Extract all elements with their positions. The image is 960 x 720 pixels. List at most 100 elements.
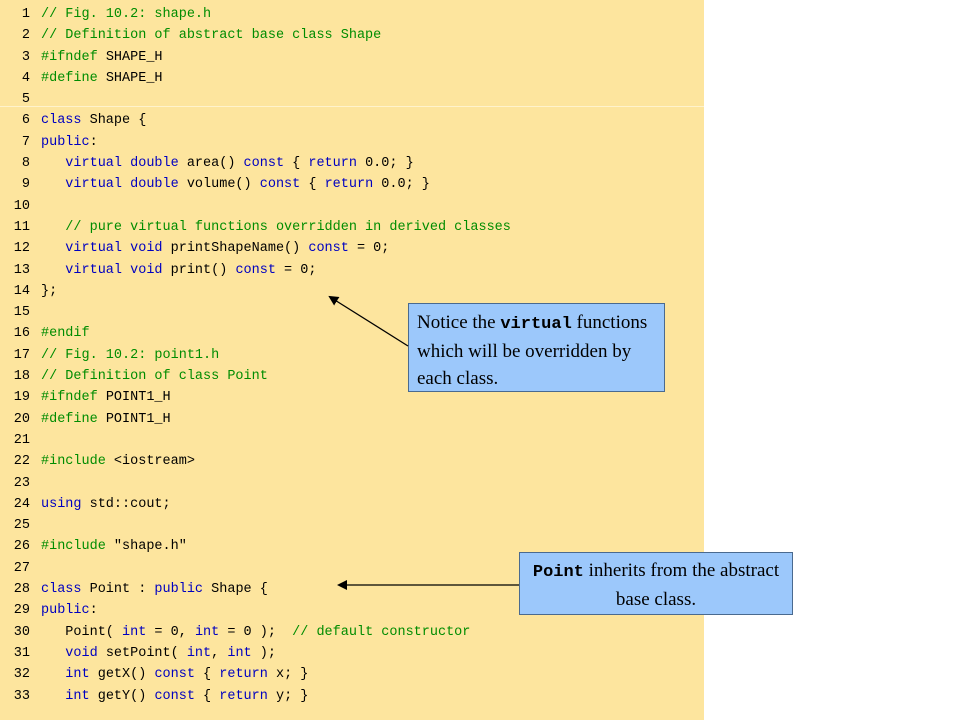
line-number: 27 — [13, 560, 30, 576]
code-token: public — [41, 603, 90, 619]
code-line: 21 — [0, 430, 704, 451]
line-number: 16 — [13, 326, 30, 342]
code-token: public — [154, 582, 212, 598]
code-token: #include — [41, 539, 114, 555]
code-line: 15 — [0, 302, 704, 323]
line-number: 21 — [13, 432, 30, 448]
code-line: 2// Definition of abstract base class Sh… — [0, 25, 704, 46]
code-token: Shape { — [211, 582, 268, 598]
code-line: 9 virtual double volume() const { return… — [0, 174, 704, 195]
line-number: 6 — [21, 113, 30, 129]
line-number: 11 — [13, 219, 30, 235]
code-line: 30 Point( int = 0, int = 0 ); // default… — [0, 622, 704, 643]
line-number: 18 — [13, 369, 30, 385]
code-token: Shape { — [89, 113, 147, 129]
code-token: = 0; — [284, 262, 317, 278]
line-number: 8 — [21, 156, 30, 172]
code-token: #ifndef — [41, 49, 106, 65]
code-token: "shape.h" — [113, 539, 187, 555]
line-number: 3 — [21, 49, 30, 65]
code-token: #ifndef — [41, 390, 106, 406]
code-token: }; — [41, 283, 58, 299]
code-token: virtual void — [41, 241, 171, 257]
code-token: 0.0; } — [381, 177, 430, 193]
code-token: const — [243, 156, 293, 172]
code-token: int — [41, 688, 98, 704]
code-token: : — [89, 603, 98, 619]
code-token: // Definition of class Point — [41, 369, 268, 385]
code-line: 23 — [0, 473, 704, 494]
code-token: // default constructor — [292, 624, 471, 640]
code-token: void — [41, 645, 106, 661]
code-token: , — [211, 645, 228, 661]
code-line: 16#endif — [0, 323, 704, 344]
code-token: = 0, — [154, 624, 195, 640]
code-token: { — [203, 688, 220, 704]
code-line: 12 virtual void printShapeName() const =… — [0, 238, 704, 259]
code-token: virtual double — [41, 156, 187, 172]
line-number: 30 — [13, 624, 30, 640]
callout-point-inherits: Point inherits from the abstract base cl… — [519, 552, 793, 615]
line-number: 20 — [13, 411, 30, 427]
code-token: int — [194, 624, 228, 640]
line-number: 15 — [13, 305, 30, 321]
code-line: 26 #include "shape.h" — [0, 536, 704, 557]
code-token: class — [41, 582, 90, 598]
code-token: setPoint( — [105, 645, 187, 661]
line-number: 10 — [13, 198, 30, 214]
callout-code-keyword: Point — [532, 563, 584, 582]
code-token: Point( — [41, 624, 123, 640]
code-line: 11 // pure virtual functions overridden … — [0, 217, 704, 238]
callout-text: inherits from the abstract base class. — [583, 560, 780, 610]
line-number: 28 — [13, 582, 30, 598]
line-number: 12 — [13, 241, 30, 257]
line-number: 4 — [21, 70, 30, 86]
code-token: // Fig. 10.2: point1.h — [41, 347, 220, 363]
line-number: 33 — [13, 688, 30, 704]
code-token: const — [154, 667, 204, 683]
code-token: area() — [186, 156, 244, 172]
code-line: 14}; — [0, 281, 704, 302]
callout-text: Notice the — [417, 312, 501, 333]
code-token: x; } — [275, 667, 309, 683]
code-token: #define — [41, 411, 106, 427]
line-number: 9 — [21, 177, 30, 193]
code-token: { — [292, 156, 309, 172]
code-token: SHAPE_H — [105, 70, 163, 86]
code-token: // pure virtual functions overridden in … — [41, 219, 511, 235]
code-token: const — [235, 262, 285, 278]
code-token: volume() — [186, 177, 260, 193]
line-number: 31 — [13, 645, 30, 661]
code-token: std::cout; — [89, 496, 171, 512]
code-line: 10 — [0, 196, 704, 217]
code-token: using — [41, 496, 90, 512]
code-token: <iostream> — [113, 454, 195, 470]
code-token: getY() — [97, 688, 155, 704]
line-number: 5 — [21, 92, 30, 108]
code-token: virtual double — [41, 177, 187, 193]
code-token: // Definition of abstract base class Sha… — [41, 28, 382, 44]
code-token: { — [308, 177, 325, 193]
line-number: 26 — [13, 539, 30, 555]
code-token: : — [89, 134, 98, 150]
callout-text: functions which will be overridden by ea… — [417, 312, 648, 389]
code-line: 4#define SHAPE_H — [0, 68, 704, 89]
divider-line — [0, 106, 704, 107]
line-number: 23 — [13, 475, 30, 491]
code-token: virtual void — [41, 262, 171, 278]
code-token: const — [308, 241, 357, 257]
code-token: = 0; — [356, 241, 390, 257]
code-line: 1// Fig. 10.2: shape.h — [0, 4, 704, 25]
line-number: 13 — [13, 262, 30, 278]
line-number: 1 — [21, 7, 30, 22]
code-token: #include — [41, 454, 114, 470]
line-number: 25 — [13, 518, 30, 534]
code-line: 5 — [0, 89, 704, 110]
code-line: 27 — [0, 558, 704, 579]
code-line: 13 virtual void print() const = 0; — [0, 260, 704, 281]
code-token: getX() — [97, 667, 155, 683]
code-line: 22#include <iostream> — [0, 451, 704, 472]
